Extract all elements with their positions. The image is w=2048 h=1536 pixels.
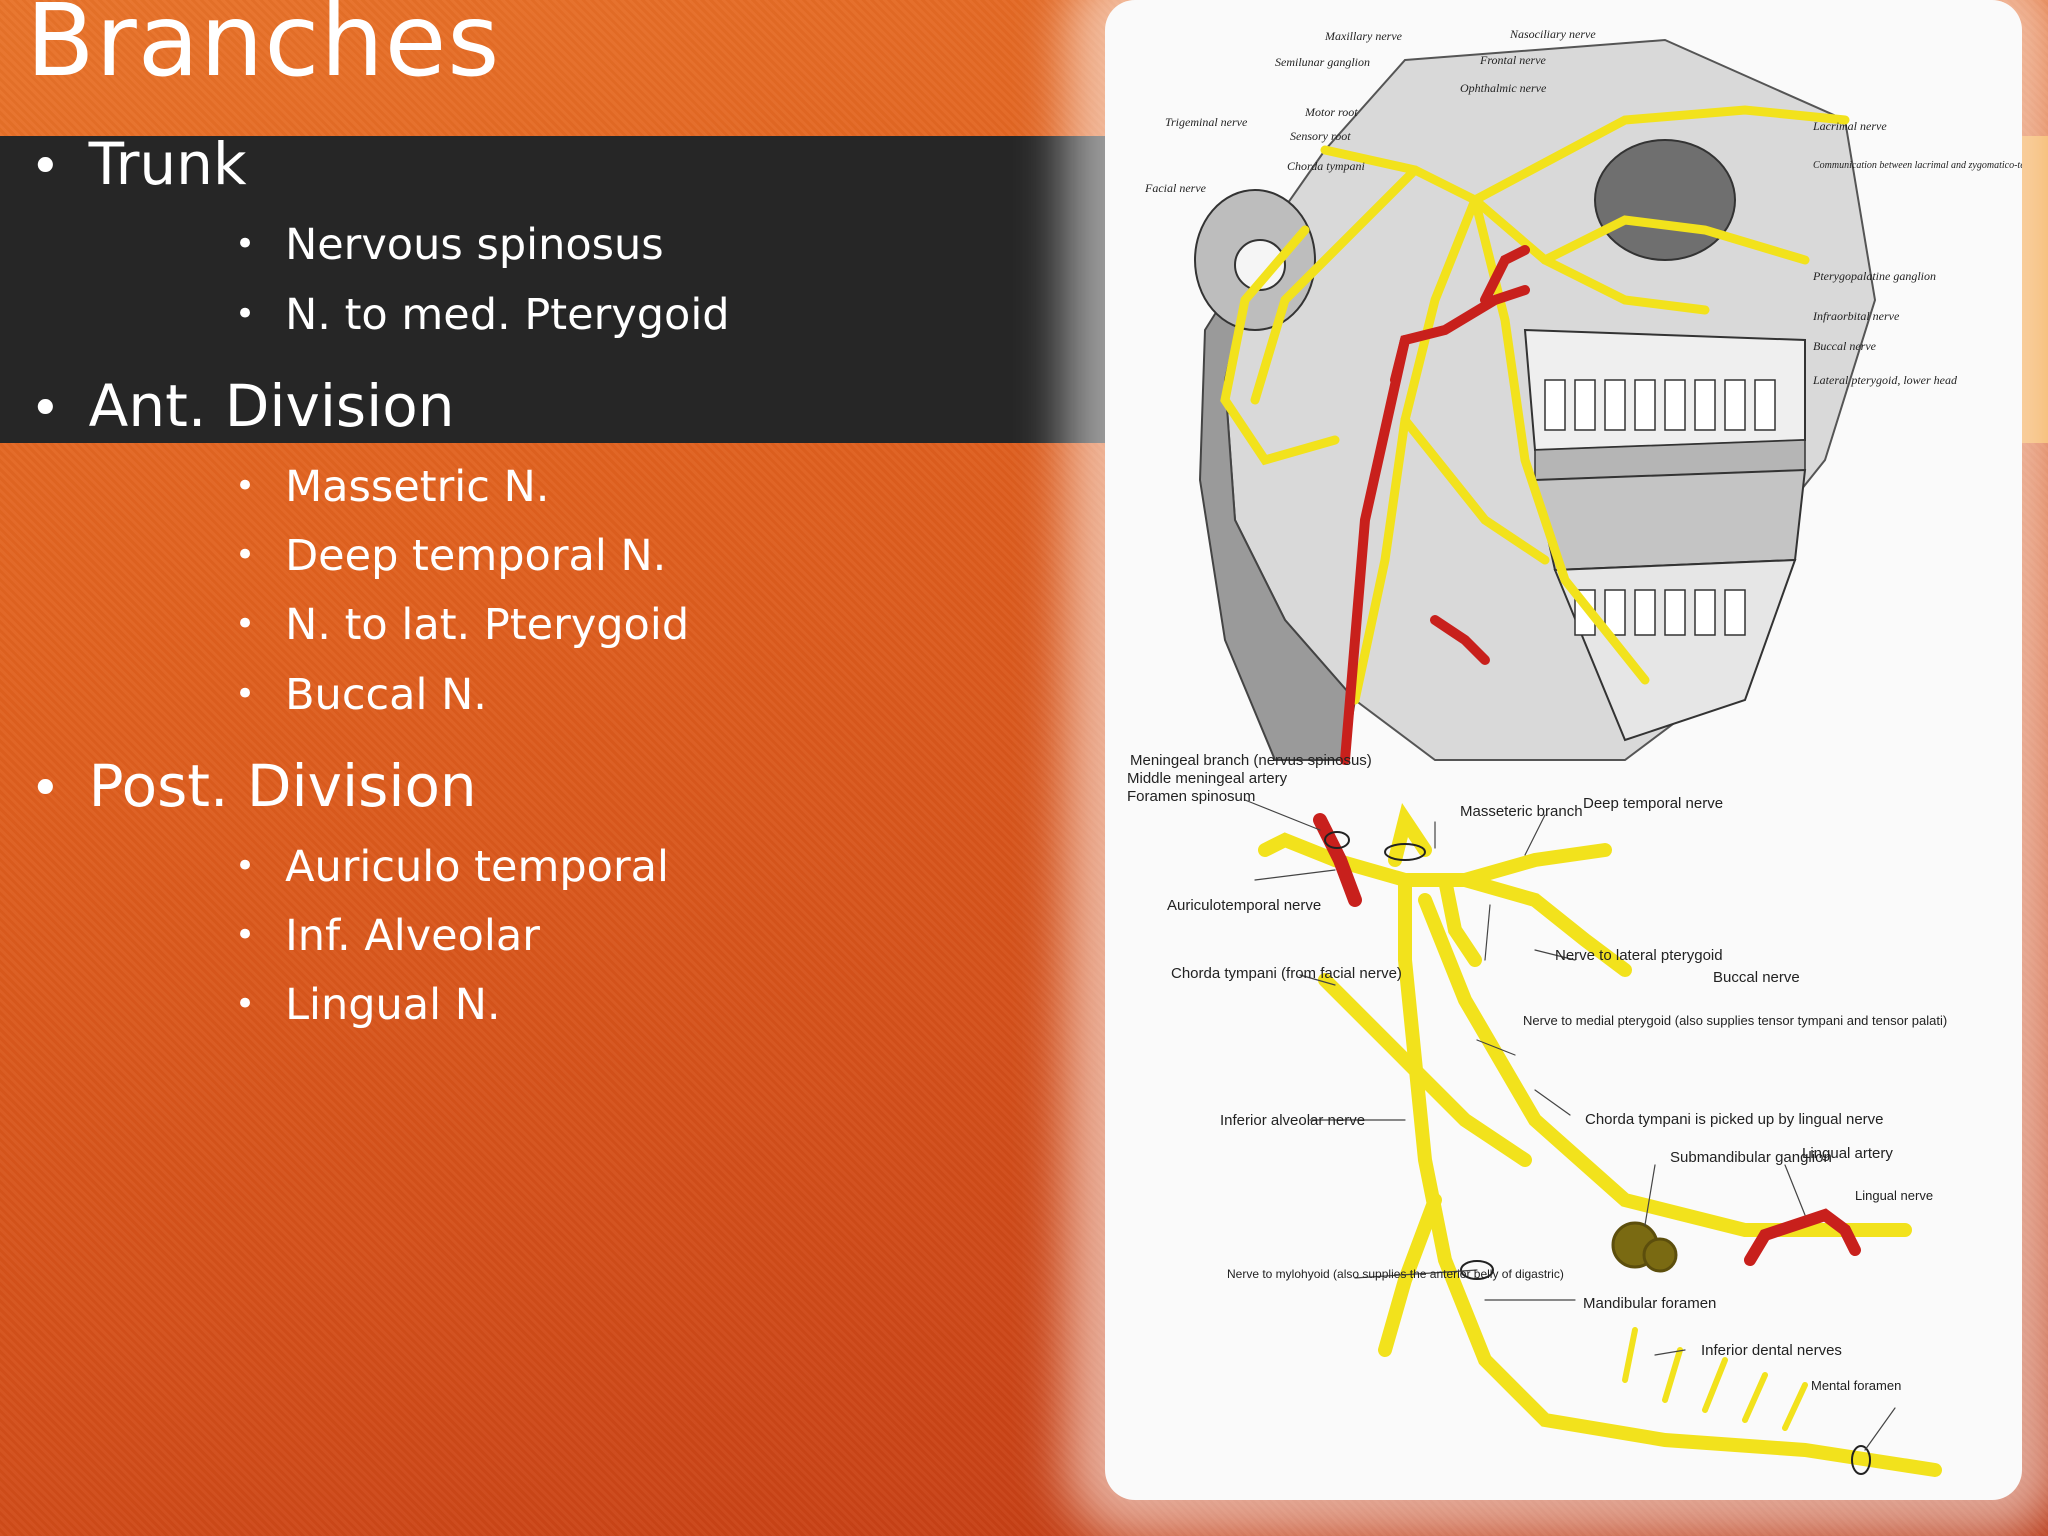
label-nerve-lat-pterygoid: Nerve to lateral pterygoid bbox=[1555, 947, 1723, 964]
bullet-item: •N. to med. Pterygoid bbox=[235, 290, 730, 340]
label-deep-temporal: Deep temporal nerve bbox=[1583, 795, 1723, 812]
anatomy-figure: Maxillary nerve Nasociliary nerve Semilu… bbox=[1105, 0, 2022, 1500]
bullet-icon: • bbox=[235, 604, 256, 644]
bullet-item: •Inf. Alveolar bbox=[235, 911, 540, 961]
upper-figure-labels: Maxillary nerve Nasociliary nerve Semilu… bbox=[1144, 27, 2022, 387]
label-inferior-alveolar: Inferior alveolar nerve bbox=[1220, 1112, 1365, 1129]
bullet-item: •Massetric N. bbox=[235, 462, 550, 512]
label-semilunar: Semilunar ganglion bbox=[1275, 55, 1370, 69]
label-lateral-pterygoid: Lateral pterygoid, lower head bbox=[1812, 373, 1958, 387]
bullet-icon: • bbox=[235, 466, 256, 506]
bullet-icon: • bbox=[235, 984, 256, 1024]
label-maxillary: Maxillary nerve bbox=[1324, 29, 1403, 43]
bullet-item: •Deep temporal N. bbox=[235, 531, 667, 581]
bullet-post-division: •Post. Division bbox=[30, 752, 477, 820]
label-mental-foramen: Mental foramen bbox=[1811, 1378, 1901, 1393]
nerve-illustration: Maxillary nerve Nasociliary nerve Semilu… bbox=[1127, 27, 2022, 1477]
bullet-icon: • bbox=[30, 137, 61, 197]
skull-drawing bbox=[1194, 38, 1877, 761]
bullet-icon: • bbox=[235, 674, 256, 714]
bullet-trunk: •Trunk bbox=[30, 130, 247, 198]
label-trigeminal: Trigeminal nerve bbox=[1165, 115, 1248, 129]
bullet-item: •Buccal N. bbox=[235, 670, 487, 720]
label-motor-root: Motor root bbox=[1304, 105, 1358, 119]
bullet-icon: • bbox=[235, 915, 256, 955]
bullet-icon: • bbox=[30, 759, 61, 819]
bullet-item: •N. to lat. Pterygoid bbox=[235, 600, 690, 650]
label-lacrimal: Lacrimal nerve bbox=[1812, 119, 1887, 133]
label-auriculotemporal: Auriculotemporal nerve bbox=[1167, 897, 1321, 914]
label-inferior-dental: Inferior dental nerves bbox=[1701, 1342, 1842, 1359]
label-sensory-root: Sensory root bbox=[1290, 129, 1351, 143]
label-chorda: Chorda tympani bbox=[1287, 159, 1365, 173]
label-nasociliary: Nasociliary nerve bbox=[1509, 27, 1596, 41]
label-chorda-picked: Chorda tympani is picked up by lingual n… bbox=[1585, 1111, 1884, 1128]
bullet-item: •Auriculo temporal bbox=[235, 842, 669, 892]
label-nerve-mylohyoid: Nerve to mylohyoid (also supplies the an… bbox=[1227, 1267, 1564, 1281]
bullet-ant-division: •Ant. Division bbox=[30, 372, 455, 440]
label-lingual-nerve: Lingual nerve bbox=[1855, 1188, 1933, 1203]
label-buccal-nerve: Buccal nerve bbox=[1713, 969, 1800, 986]
upper-artery-paths bbox=[1340, 245, 1530, 765]
label-foramen-spinosum: Foramen spinosum bbox=[1127, 788, 1255, 805]
label-submandibular: Submandibular ganglion bbox=[1670, 1149, 1832, 1166]
label-ophthalmic: Ophthalmic nerve bbox=[1460, 81, 1547, 95]
bullet-item: •Lingual N. bbox=[235, 980, 501, 1030]
slide-title: Branches bbox=[26, 0, 501, 99]
label-communication: Communication between lacrimal and zygom… bbox=[1813, 160, 2022, 171]
label-buccal: Buccal nerve bbox=[1813, 339, 1877, 353]
bullet-item: •Nervous spinosus bbox=[235, 220, 664, 270]
label-lingual-artery: Lingual artery bbox=[1802, 1145, 1893, 1162]
label-meningeal: Meningeal branch (nervus spinosus) bbox=[1130, 752, 1372, 769]
bullet-icon: • bbox=[30, 379, 61, 439]
label-facial: Facial nerve bbox=[1144, 181, 1207, 195]
label-frontal: Frontal nerve bbox=[1479, 53, 1547, 67]
label-masseteric: Masseteric branch bbox=[1460, 803, 1583, 820]
label-infraorbital: Infraorbital nerve bbox=[1812, 309, 1900, 323]
label-mandibular-foramen: Mandibular foramen bbox=[1583, 1295, 1716, 1312]
bullet-icon: • bbox=[235, 535, 256, 575]
lower-schematic bbox=[1244, 799, 1942, 1477]
label-nerve-med-pterygoid: Nerve to medial pterygoid (also supplies… bbox=[1523, 1013, 1947, 1028]
bullet-icon: • bbox=[235, 846, 256, 886]
label-middle-meningeal: Middle meningeal artery bbox=[1127, 770, 1288, 787]
label-pterygopalatine: Pterygopalatine ganglion bbox=[1812, 269, 1936, 283]
label-chorda-tympani: Chorda tympani (from facial nerve) bbox=[1171, 965, 1402, 982]
bullet-icon: • bbox=[235, 294, 256, 334]
lower-figure-labels: Meningeal branch (nervus spinosus) Middl… bbox=[1127, 752, 1947, 1393]
bullet-icon: • bbox=[235, 224, 256, 264]
